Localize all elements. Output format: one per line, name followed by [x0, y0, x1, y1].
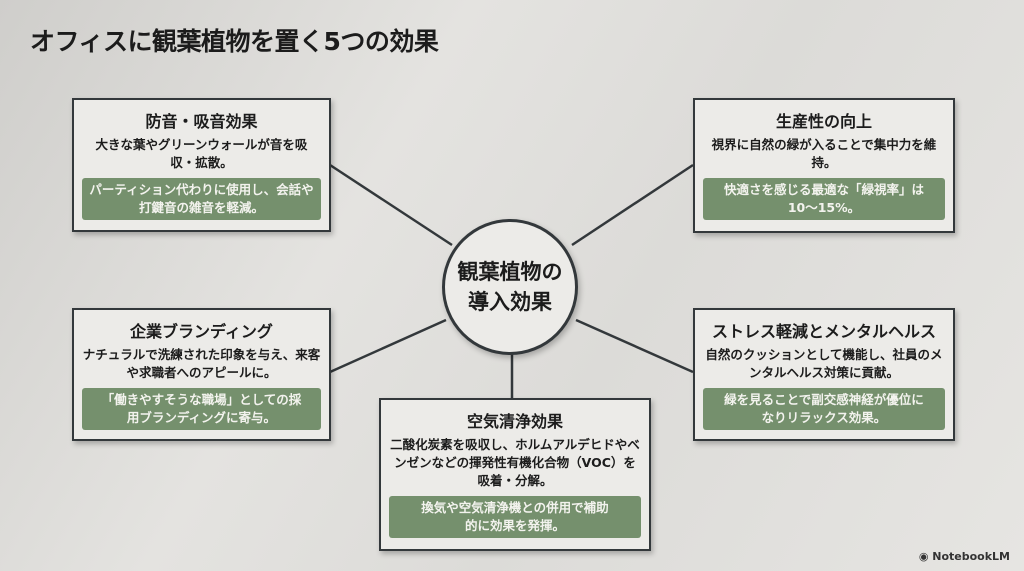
card-body: 自然のクッションとして機能し、社員のメンタルヘルス対策に貢献。 [705, 347, 943, 380]
card-body: 大きな葉やグリーンウォールが音を吸収・拡散。 [95, 137, 308, 170]
card-stress-reduction: ストレス軽減とメンタルヘルス 自然のクッションとして機能し、社員のメンタルヘルス… [693, 308, 955, 441]
card-note: 快適さを感じる最適な「緑視率」は10〜15%。 [703, 178, 945, 220]
connector-line [329, 163, 453, 247]
card-note: パーティション代わりに使用し、会話や打鍵音の雑音を軽減。 [82, 178, 321, 220]
card-heading: 生産性の向上 [775, 112, 872, 131]
card-productivity: 生産性の向上 視界に自然の緑が入ることで集中力を維持。 快適さを感じる最適な「緑… [693, 98, 955, 233]
card-body: ナチュラルで洗練された印象を与え、来客や求職者へのアピールに。 [82, 347, 321, 380]
brand-logo-icon: ◉ [918, 550, 933, 563]
connector-line [571, 163, 694, 247]
slide-title: オフィスに観葉植物を置く5つの効果 [30, 27, 439, 56]
card-note: 換気や空気清浄機との併用で補助的に効果を発揮。 [389, 496, 641, 538]
center-hub: 観葉植物の導入効果 [442, 219, 578, 355]
center-line-1: 観葉植物の [457, 260, 563, 284]
card-note: 「働きやすそうな職場」としての採用ブランディングに寄与。 [82, 388, 321, 430]
card-body: 二酸化炭素を吸収し、ホルムアルデヒドやベンゼンなどの揮発性有機化合物（VOC）を… [390, 437, 640, 488]
card-body: 視界に自然の緑が入ることで集中力を維持。 [711, 137, 937, 170]
card-heading: 企業ブランディング [130, 322, 273, 341]
center-line-2: 導入効果 [468, 290, 552, 314]
card-note: 緑を見ることで副交感神経が優位になりリラックス効果。 [703, 388, 945, 430]
brand-watermark: ◉ NotebookLM [919, 550, 1010, 563]
card-heading: 空気清浄効果 [466, 412, 563, 431]
card-heading: 防音・吸音効果 [145, 112, 258, 131]
card-heading: ストレス軽減とメンタルヘルス [711, 322, 936, 341]
connector-line [575, 318, 694, 374]
card-air-purification: 空気清浄効果 二酸化炭素を吸収し、ホルムアルデヒドやベンゼンなどの揮発性有機化合… [379, 398, 651, 551]
brand-label: NotebookLM [932, 550, 1010, 563]
card-soundproofing: 防音・吸音効果 大きな葉やグリーンウォールが音を吸収・拡散。 パーティション代わ… [72, 98, 331, 232]
card-branding: 企業ブランディング ナチュラルで洗練された印象を与え、来客や求職者へのアピールに… [72, 308, 331, 441]
connector-line [329, 318, 447, 374]
